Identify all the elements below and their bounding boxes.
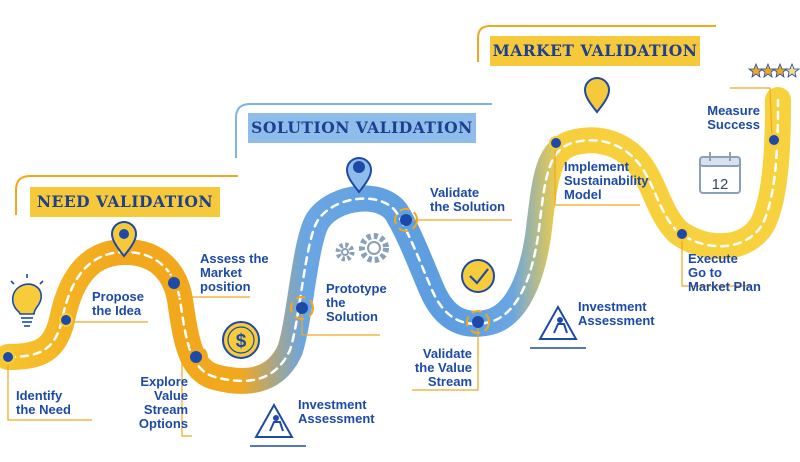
label-validate-value: Validate the Value Stream: [414, 346, 472, 389]
label-implement: Implement Sustainability Model: [564, 159, 649, 202]
milestone-implement: [549, 136, 563, 150]
label-measure: Measure Success: [707, 103, 760, 132]
banner-need-validation: NEED VALIDATION: [30, 187, 220, 217]
lightbulb-icon: [10, 274, 44, 327]
stars-icon: [747, 62, 800, 78]
milestone-validate-solution: [394, 208, 418, 232]
calendar-day: 12: [712, 176, 729, 193]
milestone-assess-market: [162, 271, 186, 295]
label-leaders: [7, 87, 773, 437]
label-propose-idea: Propose the Idea: [92, 289, 145, 318]
label-identify-need: Identify the Need: [16, 388, 71, 417]
banner-market-validation: MARKET VALIDATION: [490, 36, 700, 66]
label-explore-value: Explore Value Stream Options: [138, 374, 188, 431]
milestone-dots: [1, 133, 781, 369]
svg-text:$: $: [236, 331, 247, 352]
checkmark-icon: [461, 259, 495, 293]
milestone-measure: [767, 133, 781, 147]
milestone-identify-need: [1, 350, 15, 364]
investment-person-icon: [250, 402, 306, 447]
location-pin-market: [583, 77, 611, 114]
label-prototype: Prototype the Solution: [326, 281, 387, 324]
milestone-explore-value: [184, 345, 208, 369]
label-assess-market: Assess the Market position: [200, 251, 269, 294]
banner-solution-validation: SOLUTION VALIDATION: [248, 113, 476, 143]
location-pin-solution: [345, 157, 373, 194]
dollar-coin-icon: $: [222, 321, 260, 359]
milestone-propose-idea: [59, 313, 73, 327]
label-validate-solution: Validate the Solution: [430, 185, 506, 214]
milestone-execute: [675, 227, 689, 241]
milestone-prototype: [290, 296, 314, 320]
label-execute: Execute Go to Market Plan: [688, 251, 761, 294]
label-investment-1: Investment Assessment: [298, 397, 375, 426]
calendar-icon: 12: [699, 152, 741, 194]
milestone-validate-value: [466, 310, 490, 334]
gears-icon: [335, 233, 389, 263]
location-pin-need: [110, 221, 138, 258]
label-investment-2: Investment Assessment: [578, 299, 655, 328]
investment-person-icon: [530, 304, 586, 349]
banner-brackets: [15, 25, 716, 215]
